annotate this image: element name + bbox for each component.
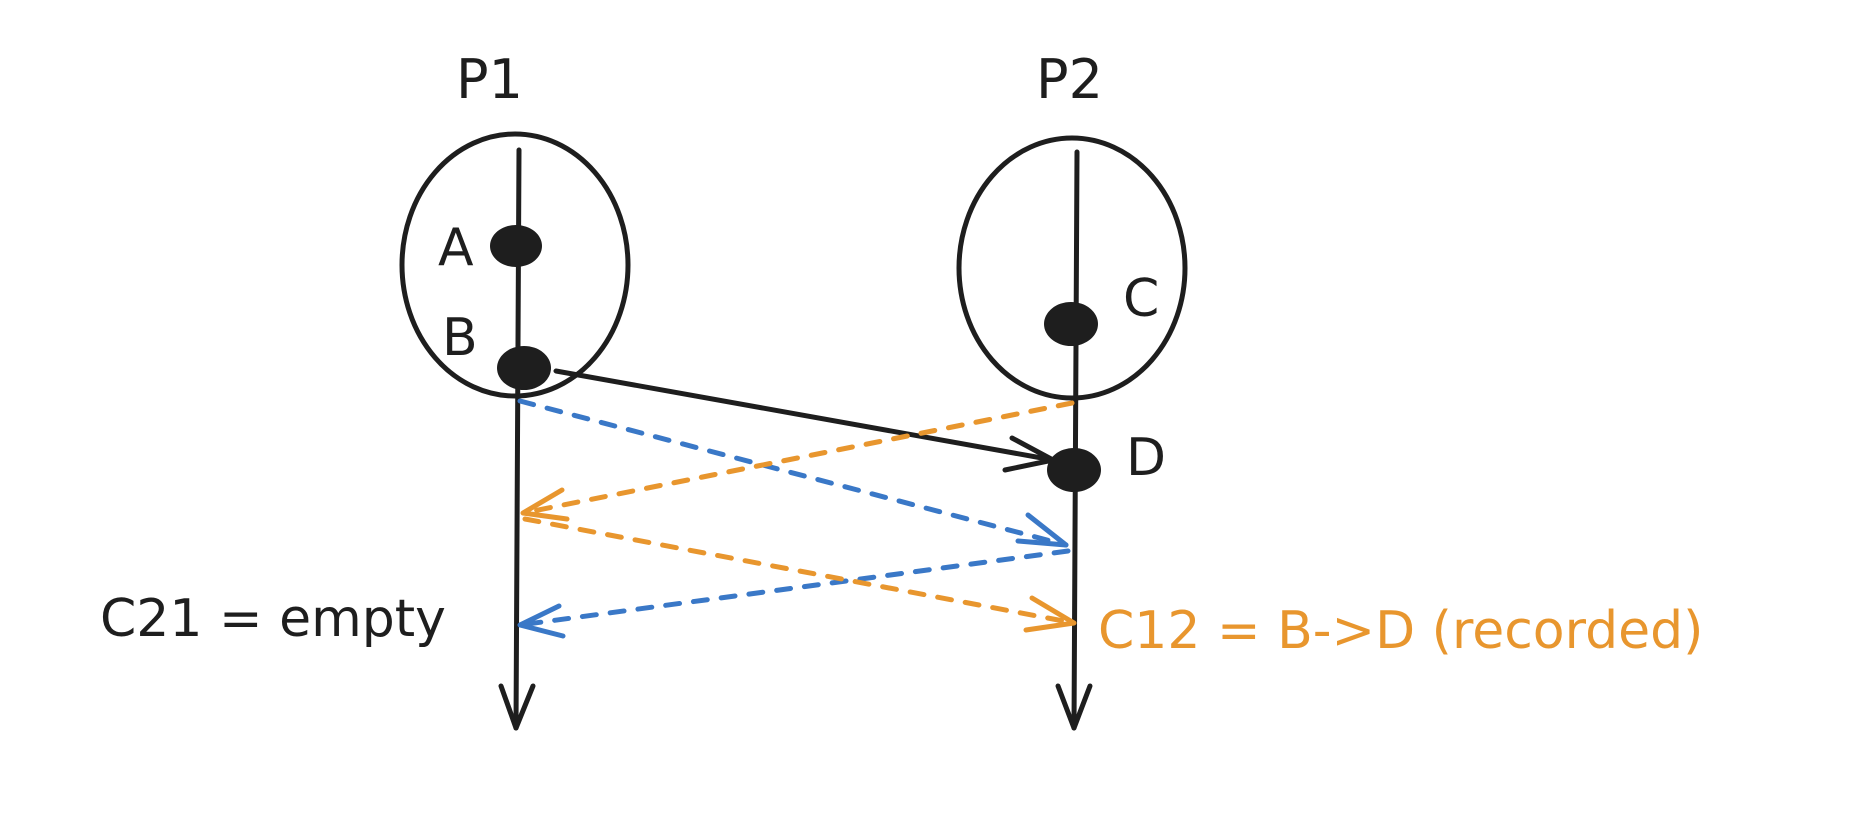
marker-orange-p1-to-p2: [522, 516, 1077, 626]
marker-orange-p1-to-p2-arrowhead: [1023, 595, 1077, 633]
event-dot-a: [490, 225, 542, 267]
marker-orange-p2-to-p1: [520, 400, 1075, 516]
timeline-p2: [1071, 149, 1080, 731]
channel-state-c21: C21 = empty: [100, 589, 446, 649]
snapshot-region-p1: [399, 131, 631, 399]
timeline-p2-arrowhead: [1055, 683, 1093, 731]
event-label-d: D: [1126, 428, 1166, 488]
event-dot-b: [497, 346, 551, 390]
channel-state-c12: C12 = B->D (recorded): [1098, 601, 1703, 661]
event-dot-c: [1044, 302, 1098, 346]
marker-p2-to-p1: [517, 548, 1071, 628]
process-label-p2: P2: [1036, 48, 1103, 111]
marker-p1-to-p2-arrowhead: [1015, 512, 1069, 548]
event-dot-d: [1047, 448, 1101, 492]
process-label-p1: P1: [456, 48, 523, 111]
timeline-p1-arrowhead: [498, 683, 536, 731]
event-label-b: B: [442, 308, 478, 368]
marker-orange-p2-to-p1-arrowhead: [520, 487, 570, 522]
marker-p2-to-p1-arrowhead: [517, 603, 566, 639]
snapshot-region-p2: [956, 135, 1188, 401]
event-label-c: C: [1123, 269, 1159, 329]
message-b-to-d: [553, 368, 1056, 463]
event-label-a: A: [438, 218, 474, 278]
marker-p1-to-p2: [517, 398, 1069, 548]
